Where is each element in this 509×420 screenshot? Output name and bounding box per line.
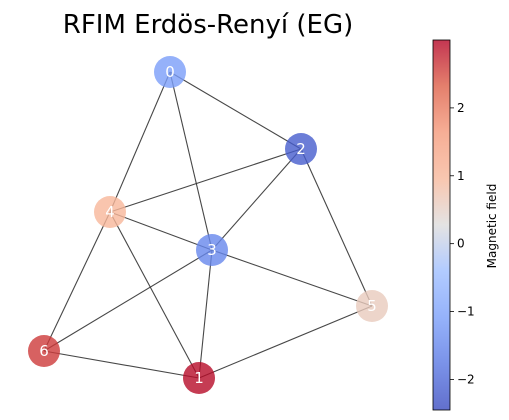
edge-4-6 [43, 211, 111, 352]
node-2: 2 [285, 133, 317, 165]
edge-2-4 [109, 148, 302, 213]
colorbar: 2 1 0 −1 −2 Magnetic field [432, 39, 499, 411]
colorbar-tick-label: 0 [457, 237, 465, 251]
node-circle-5 [356, 290, 388, 322]
nodes-layer: 0 1 2 3 4 5 6 [28, 56, 388, 394]
node-label-4: 4 [105, 203, 115, 221]
colorbar-label: Magnetic field [485, 184, 499, 269]
edge-0-2 [169, 71, 302, 150]
node-label-6: 6 [39, 342, 49, 360]
node-circle-4 [94, 196, 126, 228]
edge-3-5 [211, 249, 373, 307]
edge-2-3 [211, 148, 302, 251]
edge-4-3 [109, 211, 213, 251]
edge-0-4 [109, 71, 171, 213]
colorbar-tick-label: 2 [457, 101, 465, 115]
node-circle-3 [196, 234, 228, 266]
edges-layer [43, 71, 373, 379]
edge-1-5 [198, 305, 373, 379]
node-circle-6 [28, 335, 60, 367]
node-label-5: 5 [367, 297, 377, 315]
node-0: 0 [154, 56, 186, 88]
node-3: 3 [196, 234, 228, 266]
node-6: 6 [28, 335, 60, 367]
edge-3-6 [43, 249, 213, 352]
edge-3-1 [198, 249, 213, 379]
node-4: 4 [94, 196, 126, 228]
node-label-0: 0 [165, 63, 175, 81]
colorbar-gradient [433, 40, 450, 410]
edge-6-1 [43, 350, 200, 379]
node-circle-1 [183, 362, 215, 394]
colorbar-tick-label: 1 [457, 169, 465, 183]
edge-2-5 [300, 148, 373, 307]
colorbar-ticks: 2 1 0 −1 −2 [450, 101, 475, 386]
node-1: 1 [183, 362, 215, 394]
edge-0-3 [169, 71, 213, 251]
node-5: 5 [356, 290, 388, 322]
colorbar-tick-label: −2 [457, 372, 475, 386]
node-circle-0 [154, 56, 186, 88]
node-circle-2 [285, 133, 317, 165]
figure-title: RFIM Erdös-Renyí (EG) [63, 10, 354, 40]
node-label-1: 1 [194, 369, 204, 387]
colorbar-frame [432, 39, 451, 411]
node-label-2: 2 [296, 140, 306, 158]
edge-4-1 [109, 211, 200, 379]
colorbar-tick-label: −1 [457, 305, 475, 319]
node-label-3: 3 [207, 241, 217, 259]
